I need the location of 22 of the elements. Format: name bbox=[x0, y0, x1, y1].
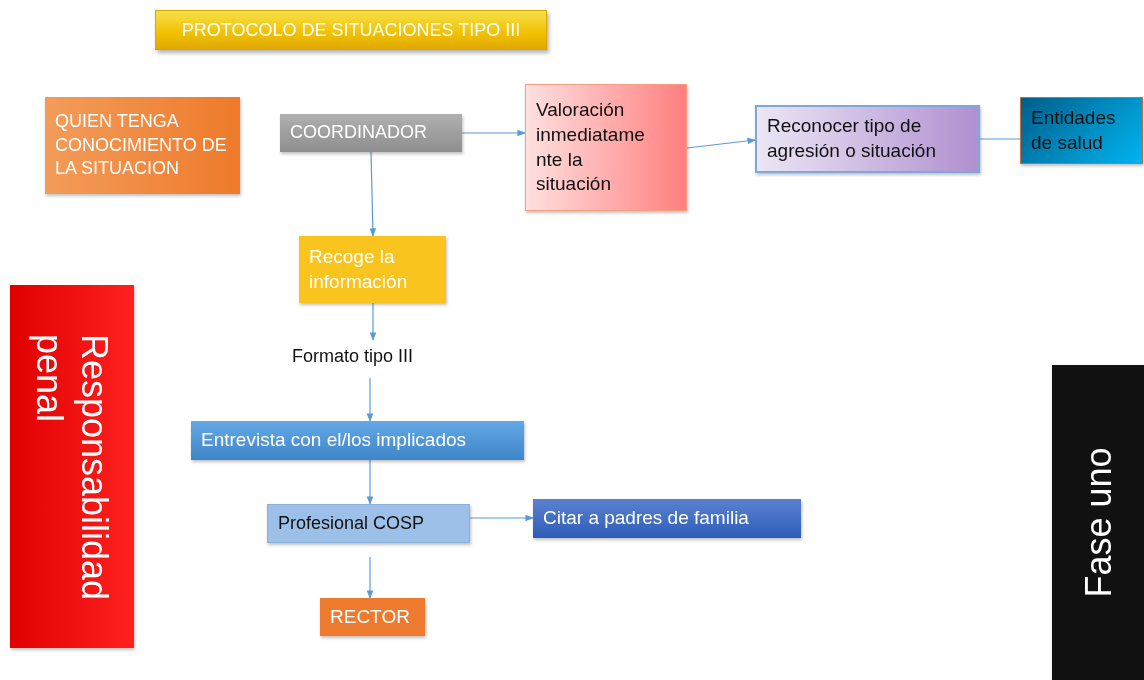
process-box: Reconocer tipo de agresión o situación bbox=[755, 105, 980, 173]
arrow bbox=[366, 556, 374, 599]
process-box: Citar a padres de familia bbox=[533, 499, 801, 538]
arrow bbox=[366, 377, 374, 422]
process-box: Entidades de salud bbox=[1020, 97, 1143, 164]
reporter-box: QUIEN TENGA CONOCIMIENTO DE LA SITUACION bbox=[45, 97, 240, 194]
arrow bbox=[369, 151, 377, 237]
process-box: Recoge la información bbox=[299, 236, 446, 303]
arrow bbox=[686, 137, 756, 149]
rector-box: RECTOR bbox=[320, 598, 425, 636]
document-label: Formato tipo III bbox=[282, 340, 462, 374]
side-banner: Responsabilidad penal bbox=[10, 285, 134, 648]
process-box: Valoración inmediatame nte la situación bbox=[525, 84, 687, 211]
phase-banner: Fase uno bbox=[1052, 365, 1144, 680]
coordinator-box: COORDINADOR bbox=[280, 114, 462, 152]
arrow bbox=[461, 129, 526, 137]
process-box: Entrevista con el/los implicados bbox=[191, 421, 524, 460]
arrow bbox=[366, 459, 374, 505]
process-box: Profesional COSP bbox=[267, 504, 470, 543]
arrow bbox=[369, 302, 377, 341]
title-banner: PROTOCOLO DE SITUACIONES TIPO III bbox=[155, 10, 547, 50]
arrow bbox=[469, 514, 534, 522]
